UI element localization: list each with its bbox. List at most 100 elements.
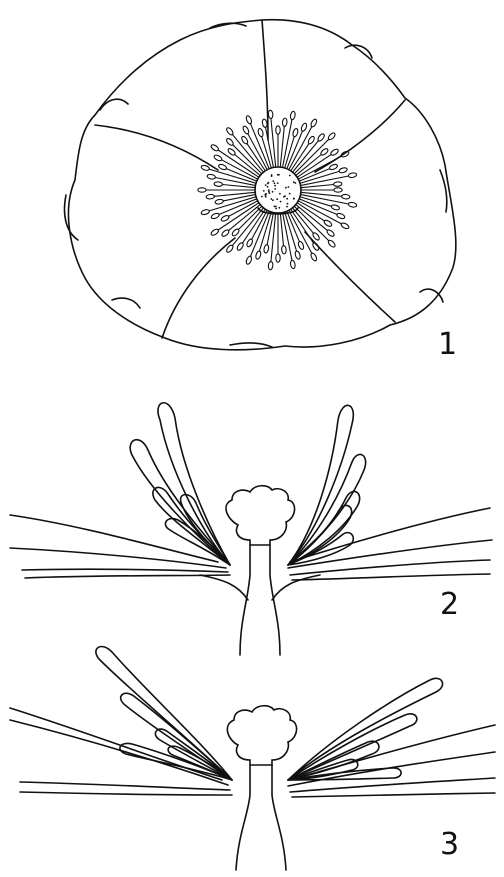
stamen-anther	[245, 255, 252, 264]
petal-notch	[100, 99, 128, 110]
stamen-anther	[241, 135, 249, 144]
pistil-section	[227, 706, 296, 765]
pistil-stipple	[280, 201, 282, 203]
stamen-anther	[329, 163, 338, 170]
stamen-anther	[341, 194, 350, 199]
petal-right	[292, 574, 490, 580]
petal-line	[95, 125, 218, 170]
stamen-anther	[210, 228, 219, 236]
pistil-stipple	[267, 186, 269, 188]
pistil-stipple	[289, 193, 291, 195]
stamen-anther	[220, 214, 229, 222]
stamen-anther	[276, 126, 280, 134]
pistil-stipple	[274, 182, 276, 184]
figure-2-section	[10, 403, 492, 655]
stamen-anther	[268, 261, 273, 270]
pistil-stipple	[277, 182, 279, 184]
stamen-anther	[281, 245, 286, 254]
stem-right	[272, 765, 286, 870]
stamen-anther	[246, 238, 254, 247]
petal-left	[20, 782, 230, 790]
figure-number-2: 2	[440, 590, 459, 620]
figure-number-1: 1	[438, 330, 457, 360]
petal-left	[20, 792, 232, 795]
stamen-anther	[221, 229, 230, 238]
stamen-anther	[268, 110, 273, 119]
petal-line	[162, 238, 235, 338]
stamen-filament	[235, 155, 260, 175]
petal-left	[10, 548, 226, 568]
stamen-anther	[214, 182, 223, 187]
stamen-anther	[326, 229, 335, 238]
stamen-anther	[300, 122, 307, 131]
pistil-stipple	[279, 193, 281, 195]
petal-notch	[112, 298, 140, 308]
pistil-stipple	[278, 207, 280, 209]
stamen-anther	[262, 119, 268, 128]
stamen-anther	[338, 167, 347, 174]
pistil-stipple	[283, 196, 285, 198]
stamen-anther	[294, 250, 301, 259]
pistil-stipple	[275, 206, 277, 208]
stem-left	[236, 765, 250, 870]
stamen-anther	[225, 127, 234, 136]
stamen-anther	[348, 202, 357, 208]
stamen-anther	[213, 154, 222, 162]
pistil-stipple	[295, 182, 297, 184]
stamens-right	[288, 405, 366, 565]
stamen-anther	[297, 241, 304, 250]
pistil-stipple	[272, 180, 274, 182]
petal-notch	[440, 170, 447, 212]
petal-left	[25, 575, 230, 578]
stamen-filament	[223, 195, 254, 201]
stamen-anther	[334, 188, 342, 192]
stamen-anther	[198, 188, 206, 192]
stamen-anther	[331, 204, 340, 211]
stamen-anther	[310, 252, 318, 261]
stamen-anther	[327, 239, 336, 248]
pistil-stipple	[276, 198, 278, 200]
stamen-anther	[307, 135, 315, 144]
pistil-stipple	[261, 196, 263, 198]
stamen-filament	[238, 207, 261, 230]
figure-3-section	[10, 647, 495, 870]
pistil-stipple	[288, 186, 290, 188]
stamen-anther	[336, 212, 345, 219]
stamen-anther	[215, 199, 224, 205]
stamen-anther	[210, 144, 219, 152]
pistil-stipple	[275, 208, 277, 210]
stamen-anther	[210, 212, 219, 219]
pistil-stipple	[268, 191, 270, 193]
pistil-stipple	[265, 193, 267, 195]
pistil-stipple	[293, 181, 295, 183]
petal-right	[292, 793, 495, 797]
petal-left	[22, 569, 228, 572]
stamen-anther	[340, 222, 349, 230]
stamen-anther	[225, 137, 234, 146]
pistil-stipple	[268, 189, 270, 191]
pistil-disk	[255, 167, 301, 213]
petal-right	[288, 540, 492, 568]
pistil-section	[226, 486, 295, 545]
pistil-stipple	[272, 199, 274, 201]
petal-notch	[230, 343, 272, 347]
pistil-stipple	[286, 206, 288, 208]
pistil-stipple	[274, 188, 276, 190]
pistil-stipple	[274, 185, 276, 187]
stamen-anther	[201, 209, 210, 216]
stamen-filament	[293, 209, 313, 234]
stamen-anther	[312, 242, 320, 251]
stamen-anther	[242, 125, 250, 134]
stamen-filament	[222, 185, 254, 188]
stamen-anther	[206, 194, 215, 199]
petal-notch	[65, 195, 79, 240]
pistil-stipple	[270, 198, 272, 200]
stamen-anther	[310, 118, 318, 127]
stamen-anther	[323, 219, 332, 227]
stamen-anther	[333, 182, 342, 187]
stamen-filament	[267, 214, 273, 245]
stamen-anther	[290, 260, 296, 269]
pistil-stipple	[293, 198, 295, 200]
stamen-anther	[263, 244, 269, 253]
